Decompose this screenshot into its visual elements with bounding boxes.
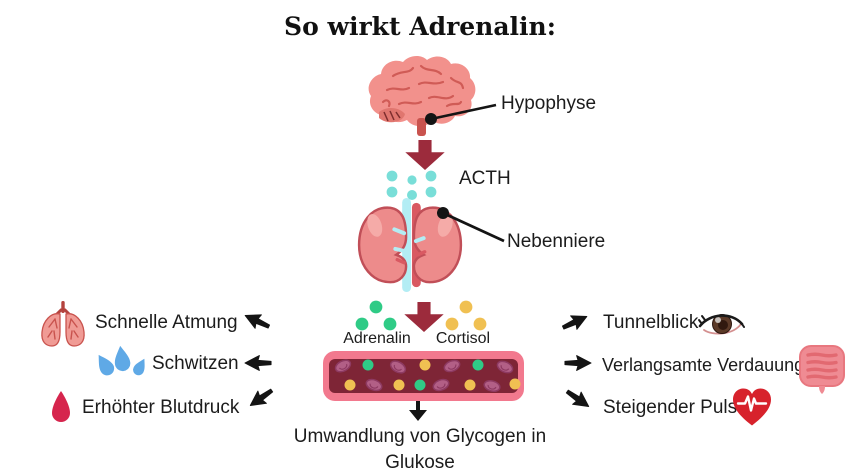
kidneys-icon [352, 198, 468, 292]
sweat-drops-icon [96, 344, 148, 382]
effect-label-verlangsamte-verdauung: Verlangsamte Verdauung [602, 355, 805, 375]
effect-arrow-icon [240, 306, 274, 336]
hypophyse-label: Hypophyse [501, 93, 597, 114]
nebenniere-label: Nebenniere [507, 231, 606, 252]
effect-label-schnelle-atmung: Schnelle Atmung [95, 312, 238, 333]
intestines-icon [797, 344, 847, 394]
brain-icon [363, 56, 481, 142]
eye-icon [697, 309, 745, 339]
acth-dots-icon [383, 169, 441, 200]
adrenalin-dots-icon [353, 299, 399, 331]
lungs-icon [40, 301, 86, 348]
conversion-line1: Umwandlung von Glycogen in [293, 426, 547, 447]
effect-label-steigender-puls: Steigender Puls [603, 397, 738, 418]
effect-label-schwitzen: Schwitzen [152, 353, 239, 374]
acth-label: ACTH [459, 168, 511, 189]
blood-vessel-illustration [323, 351, 524, 401]
blood-drop-icon [48, 389, 74, 426]
hypophyse-pointer-line [423, 96, 499, 126]
effect-arrow-icon [558, 307, 592, 337]
adrenalin-label: Adrenalin [343, 330, 411, 347]
down-arrow-icon [404, 302, 444, 332]
page-title: So wirkt Adrenalin: [284, 12, 556, 41]
down-arrow-icon [405, 140, 445, 170]
effect-arrow-icon [244, 353, 272, 373]
heart-pulse-icon [731, 387, 773, 428]
effect-arrow-icon [564, 353, 592, 373]
conversion-line2: Glukose [385, 452, 455, 473]
effect-label-erhoehter-blutdruck: Erhöhter Blutdruck [82, 397, 240, 418]
effect-arrow-icon [244, 382, 278, 414]
cortisol-label: Cortisol [435, 330, 491, 347]
cortisol-dots-icon [443, 299, 489, 331]
effect-label-tunnelblick: Tunnelblick [603, 312, 699, 333]
nebenniere-pointer-line [436, 205, 508, 245]
conversion-label: Umwandlung von Glycogen in Glukose [270, 424, 570, 475]
black-down-arrow-icon [409, 401, 427, 422]
effect-arrow-icon [561, 383, 595, 415]
